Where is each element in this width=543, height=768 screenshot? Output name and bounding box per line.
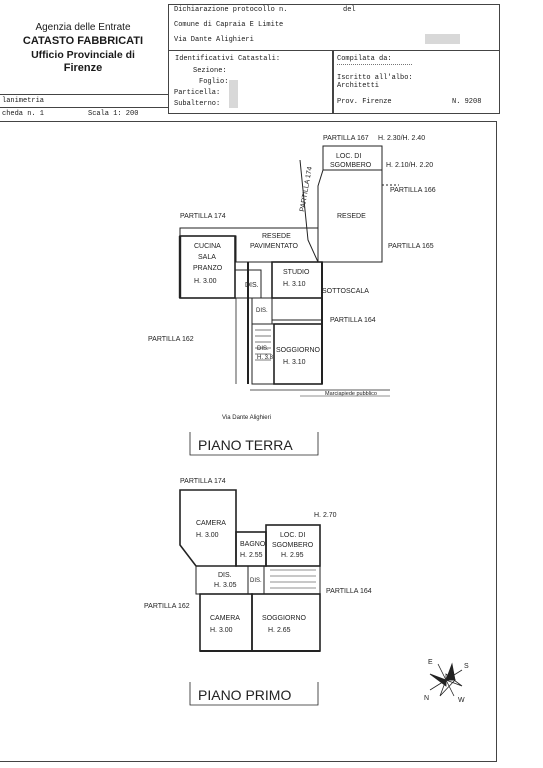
comune-label: Comune di Capraia E Limite — [174, 21, 284, 29]
soggiorno-first-outline — [251, 593, 321, 652]
camera1-label: CAMERA — [196, 520, 226, 527]
camera1-outline — [179, 489, 237, 567]
studio-outline — [271, 261, 323, 299]
sezione-label: Sezione: — [193, 67, 227, 75]
soggiorno-outline — [273, 323, 323, 385]
compiler-box — [332, 50, 500, 114]
drawing-frame — [0, 121, 497, 762]
sottoscala-outline — [271, 297, 323, 321]
marciapiede-label: Marciapiede pubblico — [325, 391, 377, 397]
soggiorno-first-h: H. 2.65 — [268, 627, 291, 634]
provincia-name: Firenze — [63, 62, 103, 74]
partilla-162: PARTILLA 162 — [148, 336, 194, 343]
number-label: N. 9208 — [452, 98, 482, 106]
first-partilla-164: PARTILLA 164 — [326, 588, 372, 595]
via-label: Via Dante Alighieri — [222, 415, 271, 421]
soggiorno-h: H. 3.10 — [283, 359, 306, 366]
agency-block: Agenzia delle Entrate CATASTO FABBRICATI… — [8, 22, 158, 74]
loc-first-line1: LOC. DI — [280, 532, 305, 539]
redacted-ident — [229, 80, 238, 108]
resede-label: RESEDE — [337, 213, 366, 220]
dis-label: DIS. — [245, 282, 259, 289]
ident-label: Identificativi Catastali: — [175, 55, 281, 63]
loc-first-line2: SGOMBERO — [272, 542, 314, 549]
scala-label: Scala 1: 200 — [88, 110, 139, 118]
iscritto-value: Architetti — [337, 82, 380, 90]
camera2-label: CAMERA — [210, 615, 240, 622]
camera2-outline — [199, 593, 253, 652]
soggiorno-label: SOGGIORNO — [276, 347, 321, 354]
ufficio-label: Ufficio Provinciale di — [31, 49, 135, 61]
partilla-167: PARTILLA 167 — [323, 135, 369, 142]
piano-terra-frame — [189, 432, 319, 456]
first-partilla-174: PARTILLA 174 — [180, 478, 226, 485]
catasto-title: CATASTO FABBRICATI — [22, 35, 144, 47]
h-210-220: H. 2.10/H. 2.20 — [386, 162, 433, 169]
partilla-174: PARTILLA 174 — [180, 213, 226, 220]
resede-pav-line2: PAVIMENTATO — [250, 243, 299, 250]
bagno-outline — [235, 531, 267, 567]
partilla-165: PARTILLA 165 — [388, 243, 434, 250]
particella-label: Particella: — [174, 89, 221, 97]
dis1-label: DIS. — [218, 572, 232, 579]
protocol-label: Dichiarazione protocollo n. — [174, 6, 288, 14]
sheet-top-rule — [0, 94, 168, 95]
subalterno-label: Subalterno: — [174, 100, 221, 108]
compass-e: E — [428, 659, 433, 666]
bagno-label: BAGNO — [240, 541, 266, 548]
loc-first-h: H. 2.95 — [281, 552, 304, 559]
partilla-164: PARTILLA 164 — [330, 317, 376, 324]
loc-line2: SGOMBERO — [330, 162, 372, 169]
camera2-h: H. 3.00 — [210, 627, 233, 634]
partilla-166: PARTILLA 166 — [390, 187, 436, 194]
loc-line1: LOC. DI — [336, 153, 361, 160]
planimetria-label: lanimetria — [2, 97, 45, 105]
address-label: Via Dante Alighieri — [174, 36, 254, 44]
first-h-270: H. 2.70 — [314, 512, 337, 519]
compass-n: N — [424, 695, 429, 702]
compass-rose — [429, 662, 463, 697]
bagno-h: H. 2.55 — [240, 552, 263, 559]
dis1-outline — [195, 565, 249, 595]
protocol-box — [168, 4, 500, 51]
sottoscala-label: SOTTOSCALA — [322, 288, 369, 295]
first-partilla-162: PARTILLA 162 — [144, 603, 190, 610]
protocol-del: del — [343, 6, 356, 14]
dis-small-label: DIS. — [256, 308, 268, 314]
compass-w: W — [458, 697, 465, 704]
camera1-h: H. 3.00 — [196, 532, 219, 539]
cucina-h: H. 3.00 — [194, 278, 217, 285]
h-230-240: H. 2.30/H. 2.40 — [378, 135, 425, 142]
studio-h: H. 3.10 — [283, 281, 306, 288]
dis-h-label: DIS. — [257, 346, 269, 352]
scheda-label: cheda n. 1 — [2, 110, 45, 118]
iscritto-label: Iscritto all'albo: — [337, 74, 413, 82]
dis-h-value: H. 3.8 — [257, 355, 274, 361]
resede-outline — [317, 169, 383, 263]
redacted-box — [425, 34, 460, 44]
piano-primo-frame — [189, 682, 319, 706]
studio-label: STUDIO — [283, 269, 310, 276]
piano-terra-title: PIANO TERRA — [198, 437, 293, 453]
sheet-mid-rule — [0, 107, 168, 108]
soggiorno-first-label: SOGGIORNO — [262, 615, 307, 622]
foglio-label: Foglio: — [199, 78, 229, 86]
dis2-label: DIS. — [250, 578, 262, 584]
agency-name: Agenzia delle Entrate — [35, 22, 131, 33]
compilata-label: Compilata da: — [337, 55, 392, 63]
resede-pav-line1: RESEDE — [262, 233, 291, 240]
compass-s: S — [464, 663, 469, 670]
prov-label: Prov. Firenze — [337, 98, 392, 106]
dis1-h: H. 3.05 — [214, 582, 237, 589]
compiler-underline — [337, 64, 412, 65]
piano-primo-title: PIANO PRIMO — [198, 687, 291, 703]
cucina-line3: PRANZO — [193, 265, 223, 272]
ident-box — [168, 50, 334, 114]
cucina-line2: SALA — [198, 254, 216, 261]
cucina-line1: CUCINA — [194, 243, 221, 250]
